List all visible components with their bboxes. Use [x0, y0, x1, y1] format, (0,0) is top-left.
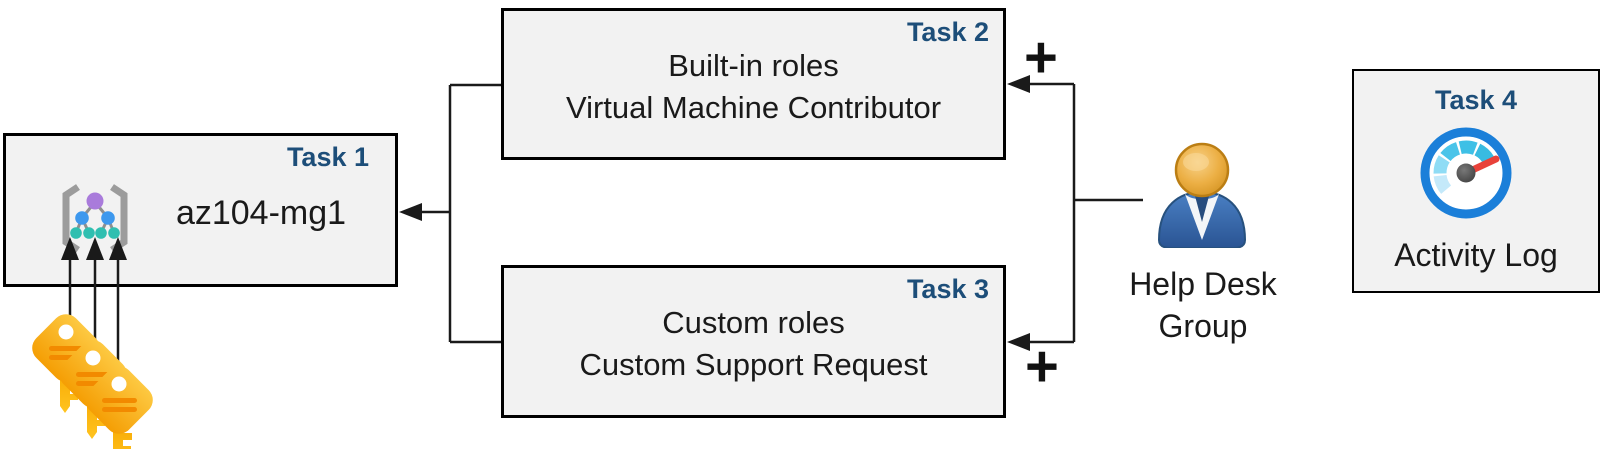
plus-symbol-top: +: [1024, 25, 1058, 90]
left-connector: [404, 83, 501, 344]
key-icon: [79, 360, 159, 449]
management-group-name: az104-mg1: [175, 194, 347, 232]
task4-caption: Activity Log: [1394, 237, 1558, 273]
activity-log-gauge-icon: [1416, 123, 1516, 228]
task2-label: Task 2: [906, 17, 989, 47]
task1-label: Task 1: [286, 142, 369, 172]
plus-symbol-bottom: +: [1025, 334, 1059, 399]
task3-label: Task 3: [906, 274, 989, 304]
gauge-hub: [1456, 163, 1476, 183]
arrowhead-into-task1: [399, 203, 422, 221]
key-icon: [26, 308, 106, 413]
person-icon: [1153, 142, 1251, 253]
task3-box: Task 3 Custom roles Custom Support Reque…: [501, 265, 1006, 418]
task4-label: Task 4: [1434, 85, 1518, 115]
task2-box: Task 2 Built-in roles Virtual Machine Co…: [501, 8, 1006, 160]
actor-label-line2: Group: [1158, 308, 1248, 344]
key-icon: [53, 334, 133, 439]
task1-box: Task 1: [3, 133, 398, 287]
task4-box: Task 4 Activity Log: [1352, 69, 1600, 293]
actor-label-line1: Help Desk: [1129, 266, 1277, 302]
task2-line2: Virtual Machine Contributor: [565, 90, 942, 125]
management-group-icon: [57, 182, 133, 261]
keys-group: [26, 308, 159, 449]
task3-line1: Custom roles: [662, 305, 845, 340]
task3-line2: Custom Support Request: [579, 347, 928, 382]
task2-line1: Built-in roles: [668, 48, 839, 83]
